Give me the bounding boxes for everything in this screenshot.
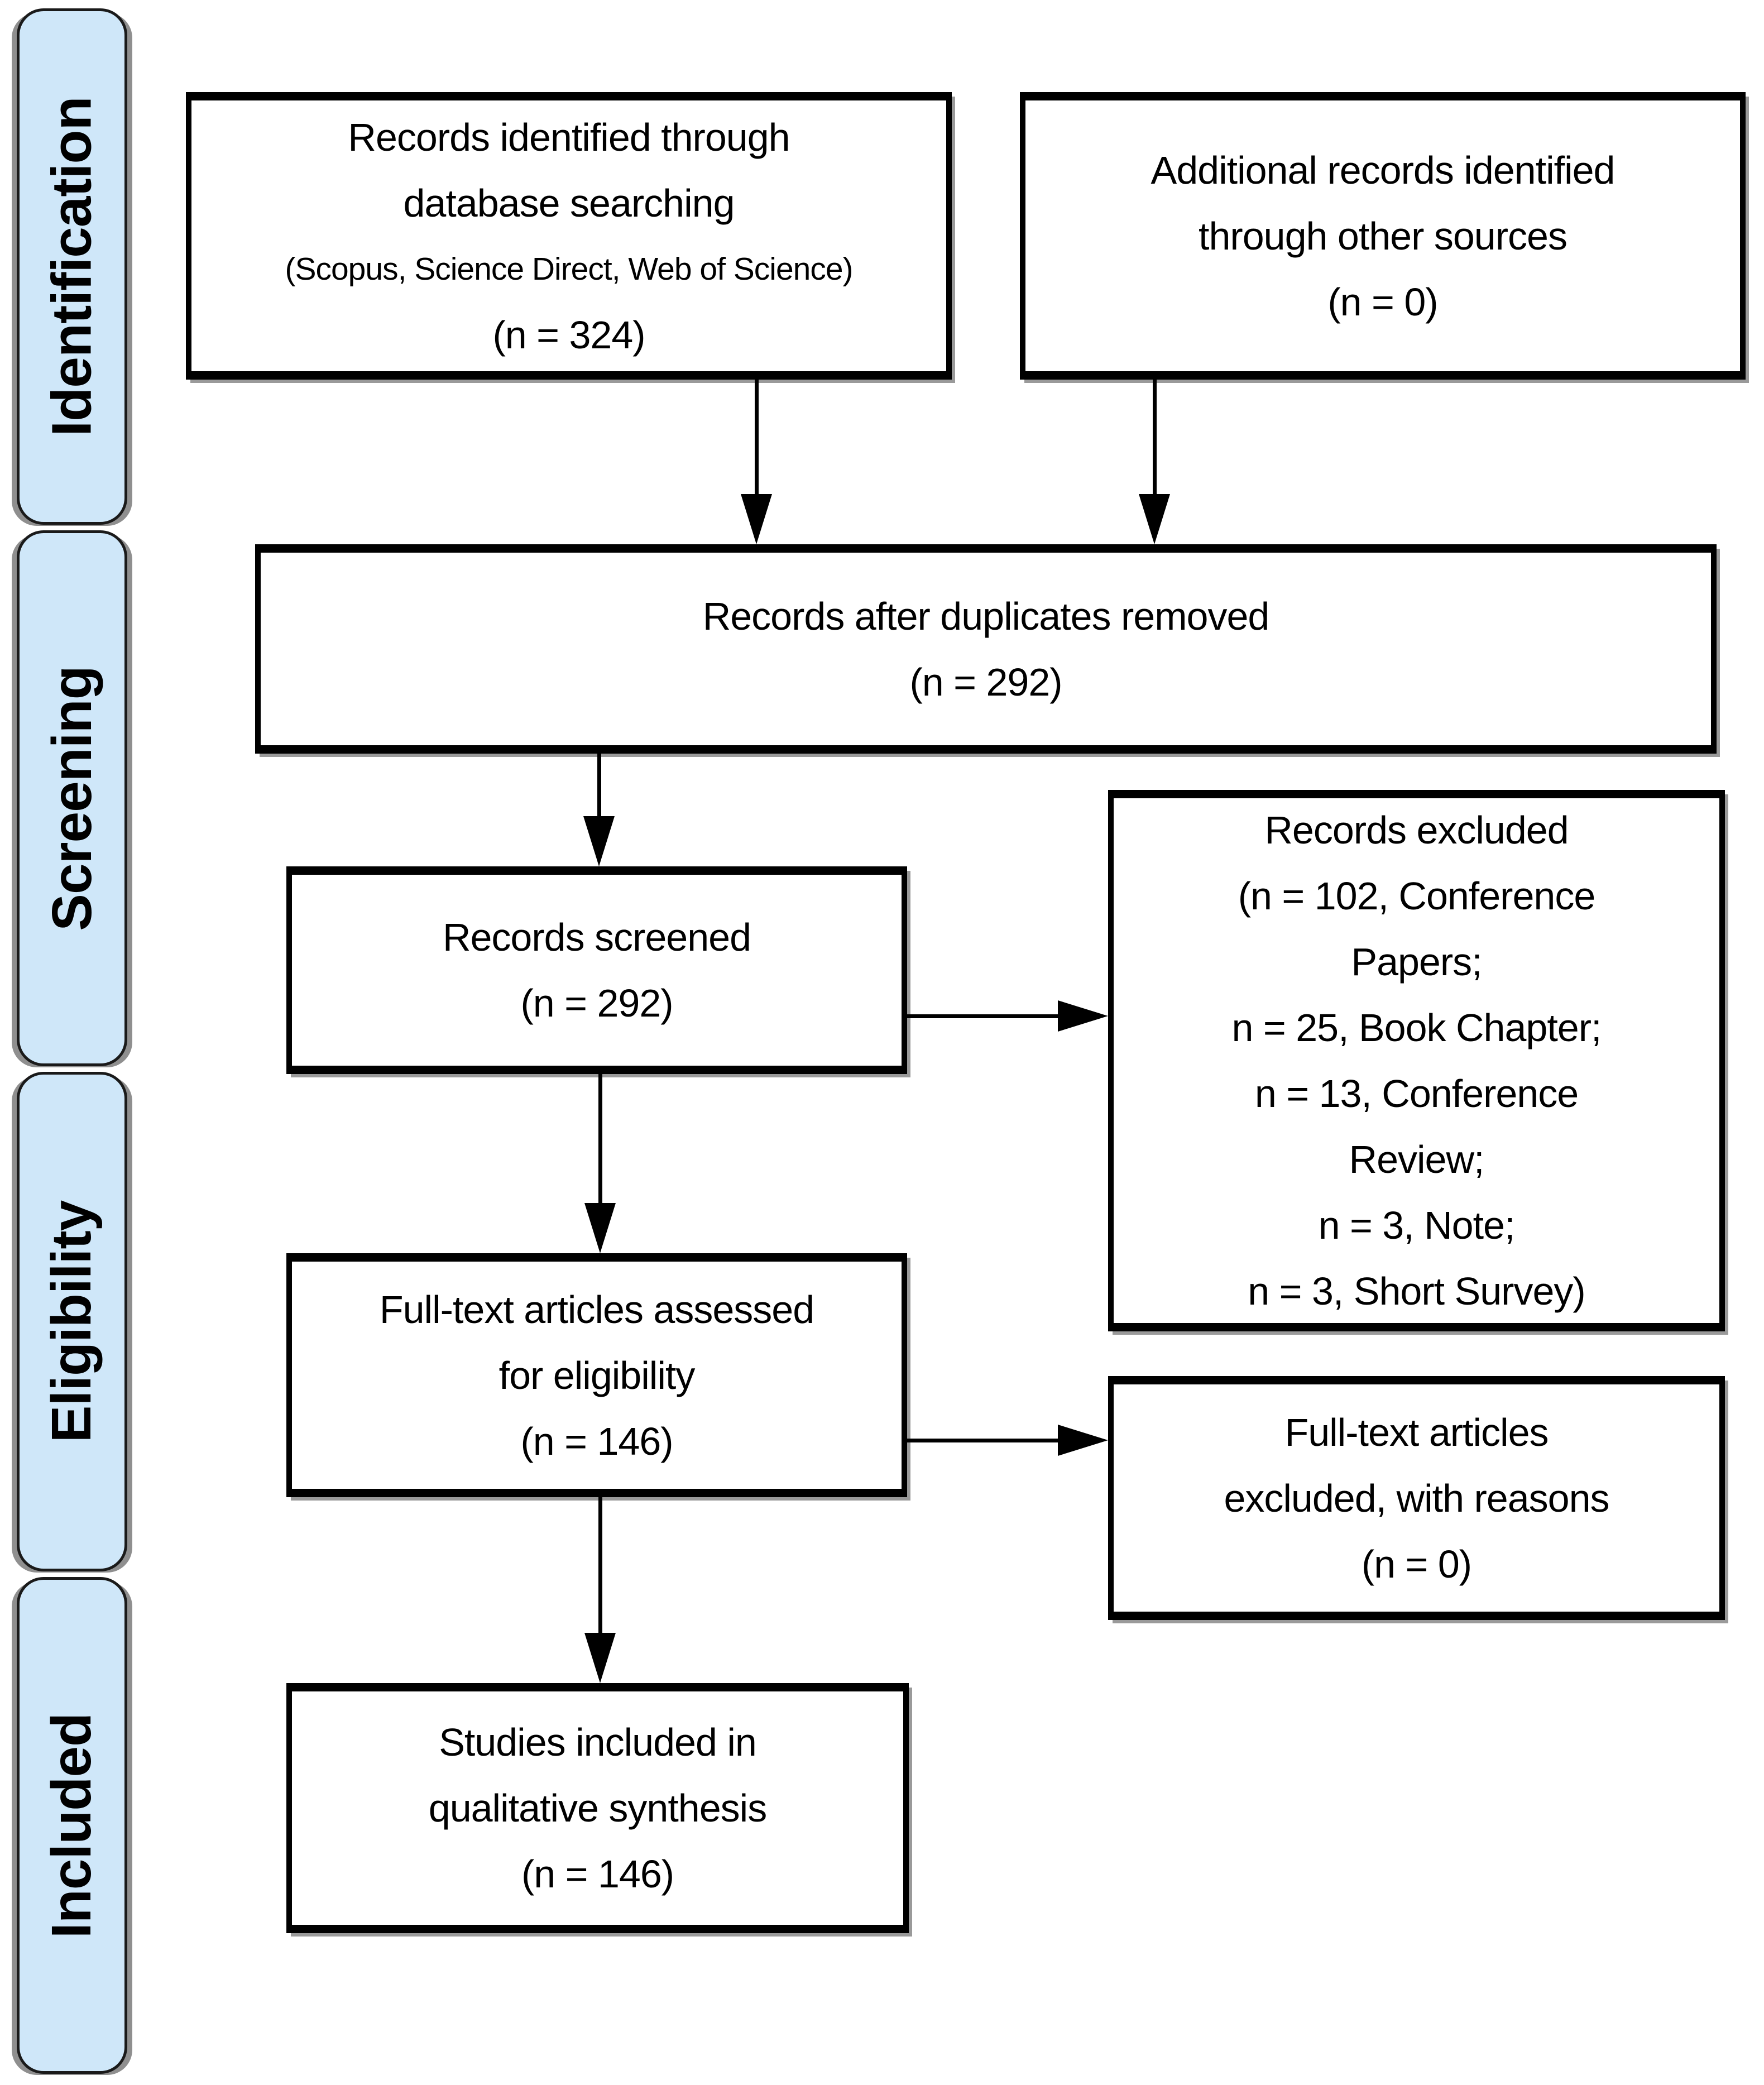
- box-text-line: Additional records identified: [1151, 148, 1616, 192]
- box-text-line: Studies included in: [439, 1720, 757, 1764]
- box-text-line: Records excluded: [1264, 808, 1569, 852]
- box-text-line: (n = 292): [909, 660, 1062, 704]
- arrow-head: [1139, 494, 1170, 544]
- arrow-shaft: [907, 1439, 1060, 1442]
- arrow-head: [741, 494, 772, 544]
- box-text-line: (n = 146): [520, 1419, 673, 1463]
- box-fulltext-assessed: Full-text articles assessed for eligibil…: [286, 1253, 907, 1497]
- box-studies-included: Studies included in qualitative synthesi…: [286, 1683, 909, 1933]
- arrow-head: [584, 1203, 616, 1253]
- arrow-shaft: [907, 1014, 1060, 1018]
- box-text-line: Full-text articles: [1284, 1410, 1549, 1454]
- box-text-line: (n = 0): [1361, 1542, 1472, 1586]
- phase-included-label: Included: [40, 1713, 103, 1938]
- arrow-shaft: [598, 1074, 602, 1205]
- box-text-line: Full-text articles assessed: [379, 1287, 814, 1331]
- box-text-line: n = 13, Conference: [1254, 1072, 1579, 1115]
- arrow-head: [1058, 1000, 1108, 1032]
- box-text-line: (Scopus, Science Direct, Web of Science): [285, 251, 853, 287]
- box-text-line: n = 25, Book Chapter;: [1231, 1006, 1602, 1049]
- box-fulltext-excluded: Full-text articles excluded, with reason…: [1108, 1376, 1725, 1620]
- box-text-line: (n = 146): [521, 1852, 674, 1896]
- box-text-line: Records screened: [442, 916, 751, 959]
- box-text-line: n = 3, Short Survey): [1248, 1269, 1585, 1313]
- phase-eligibility: Eligibility: [17, 1072, 127, 1571]
- box-text-line: Review;: [1349, 1138, 1485, 1181]
- box-text-line: n = 3, Note;: [1318, 1204, 1516, 1247]
- box-text-line: for eligibility: [498, 1353, 696, 1397]
- box-records-screened: Records screened (n = 292): [286, 866, 907, 1074]
- arrow-head: [584, 1633, 616, 1683]
- phase-identification: Identification: [17, 8, 127, 525]
- box-text-line: database searching: [403, 181, 735, 225]
- arrow-shaft: [598, 1497, 602, 1635]
- phase-screening-label: Screening: [40, 665, 103, 931]
- box-additional-records: Additional records identified through ot…: [1020, 92, 1746, 380]
- box-text-line: qualitative synthesis: [428, 1786, 767, 1830]
- phase-screening: Screening: [17, 530, 127, 1066]
- box-records-excluded: Records excluded (n = 102, Conference Pa…: [1108, 790, 1725, 1331]
- box-text-line: (n = 324): [492, 313, 645, 357]
- box-text-line: (n = 0): [1327, 280, 1438, 324]
- arrow-shaft: [1153, 380, 1157, 496]
- box-text-line: through other sources: [1199, 214, 1568, 258]
- phase-identification-label: Identification: [40, 97, 103, 437]
- phase-included: Included: [17, 1577, 127, 2074]
- arrow-head: [583, 816, 615, 866]
- phase-eligibility-label: Eligibility: [40, 1200, 103, 1443]
- box-text-line: (n = 292): [520, 981, 673, 1025]
- box-text-line: Records identified through: [348, 115, 790, 159]
- box-text-line: Papers;: [1351, 940, 1482, 984]
- box-text-line: (n = 102, Conference: [1238, 874, 1596, 918]
- box-text-line: Records after duplicates removed: [702, 594, 1270, 638]
- box-records-identified: Records identified through database sear…: [186, 92, 952, 380]
- arrow-shaft: [597, 754, 601, 818]
- arrow-head: [1058, 1425, 1108, 1456]
- arrow-shaft: [755, 380, 759, 496]
- box-after-duplicates: Records after duplicates removed (n = 29…: [255, 544, 1717, 754]
- box-text-line: excluded, with reasons: [1224, 1476, 1609, 1520]
